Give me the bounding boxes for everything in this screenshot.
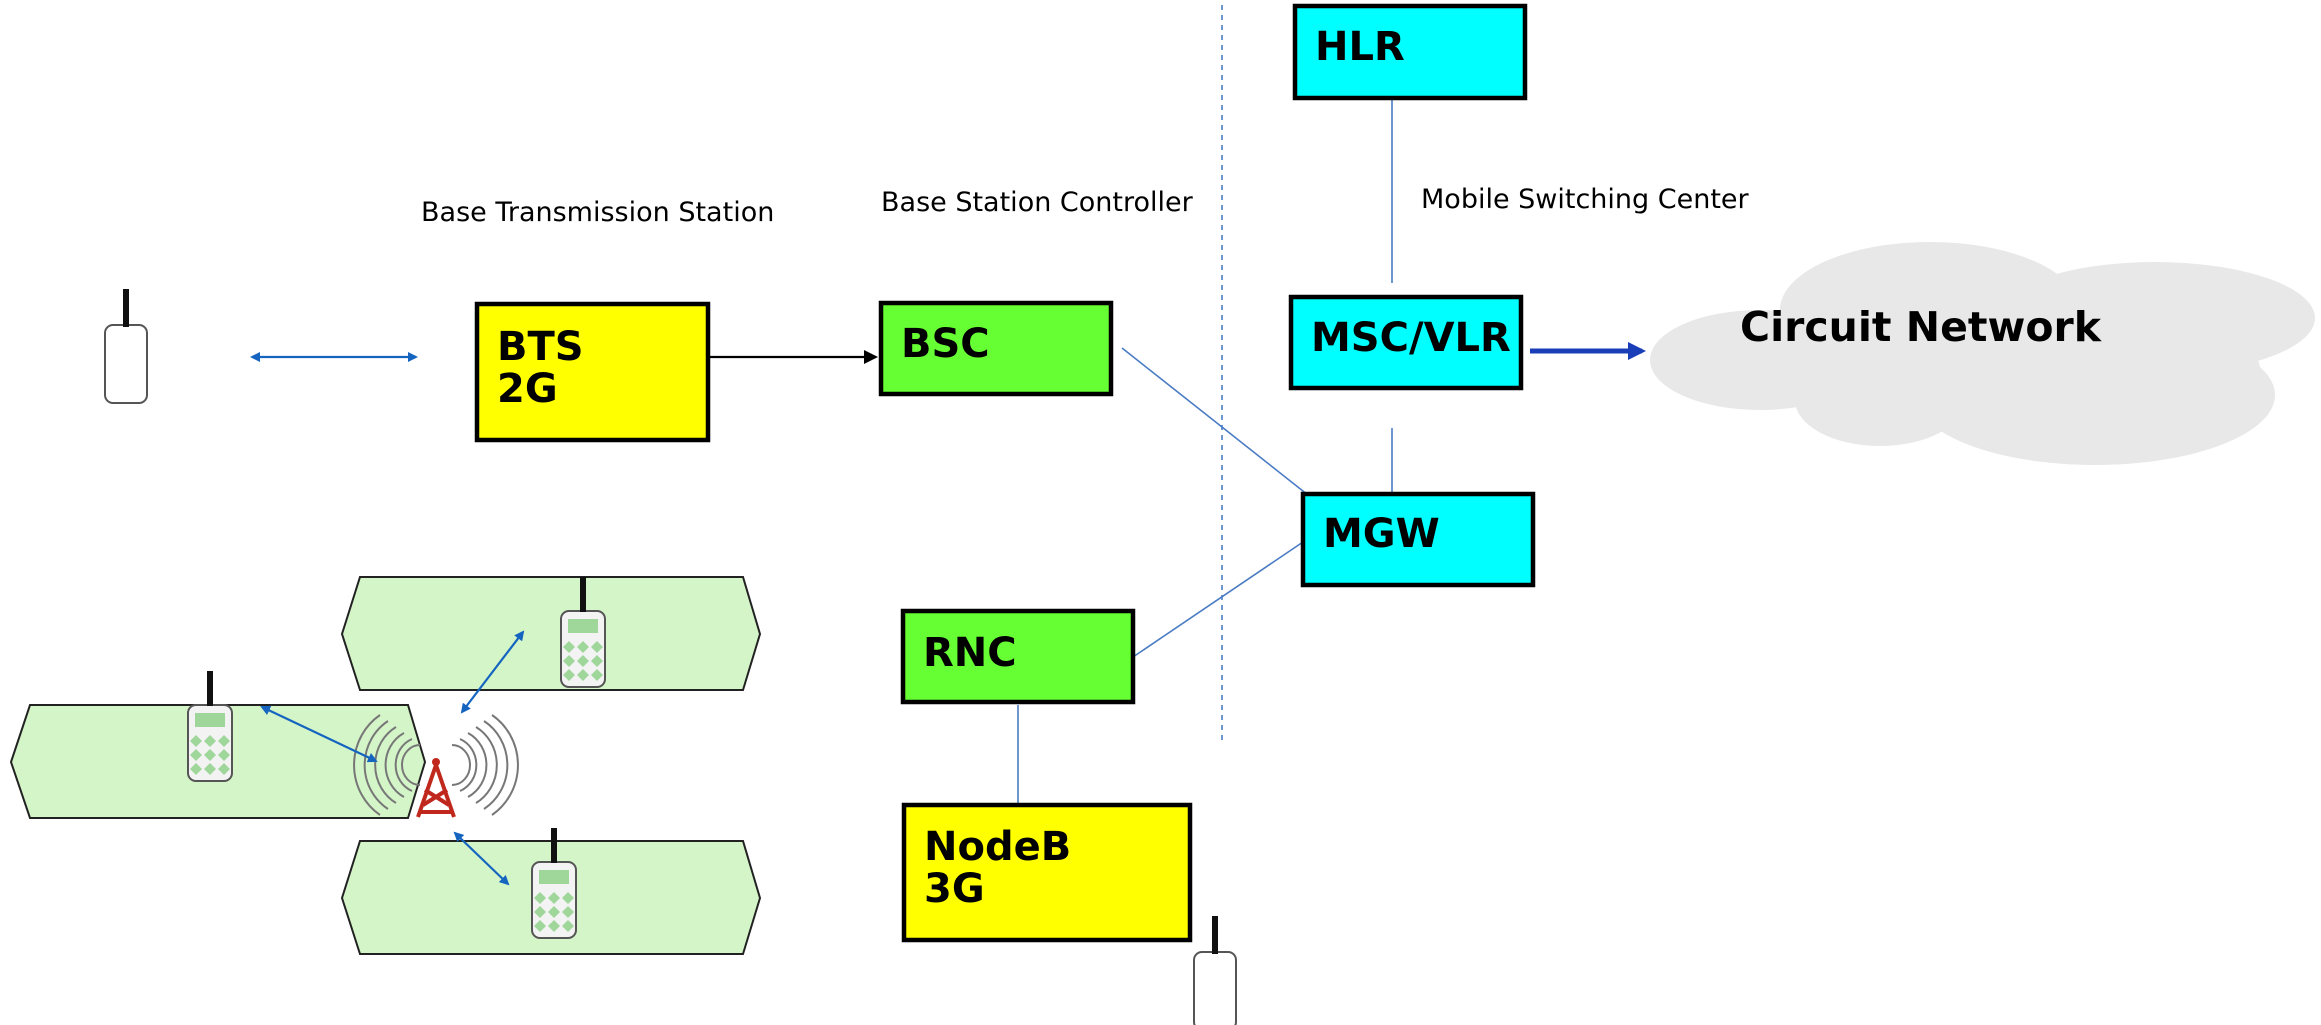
bsc-mgw-link [1121, 347, 1309, 496]
cell-area-top [340, 576, 762, 691]
mgw-label: MGW [1323, 511, 1440, 557]
rnc-label: RNC [923, 630, 1017, 676]
bts-caption: Base Transmission Station [421, 197, 775, 228]
msc-vlr-box [1288, 294, 1524, 391]
nodeb-box [901, 802, 1193, 943]
mobile-handset-icon [104, 288, 148, 404]
radio-arrow-top-handset [460, 630, 525, 714]
bsc-box [878, 300, 1114, 397]
msc-caption: Mobile Switching Center [1421, 184, 1749, 215]
hlr-box [1292, 3, 1528, 101]
circuit-network-cloud [1650, 242, 2315, 465]
bts-box [474, 301, 711, 443]
rnc-mgw-link [1132, 541, 1304, 658]
msc-vlr-label: MSC/VLR [1311, 315, 1511, 361]
hlr-label: HLR [1315, 24, 1405, 70]
radio-arrow-left-handset [260, 705, 378, 763]
bsc-label: BSC [901, 321, 990, 367]
rnc-box [900, 608, 1136, 705]
radio-arrow-bottom-handset [453, 831, 510, 886]
circuit-network-label: Circuit Network [1740, 303, 2102, 351]
mgw-box [1300, 491, 1536, 588]
cell-tower-icon [416, 758, 456, 818]
keypad-handset-icon-left [187, 670, 233, 782]
bsc-caption: Base Station Controller [881, 187, 1193, 218]
mobile-handset-icon-bottom [1193, 915, 1237, 1025]
